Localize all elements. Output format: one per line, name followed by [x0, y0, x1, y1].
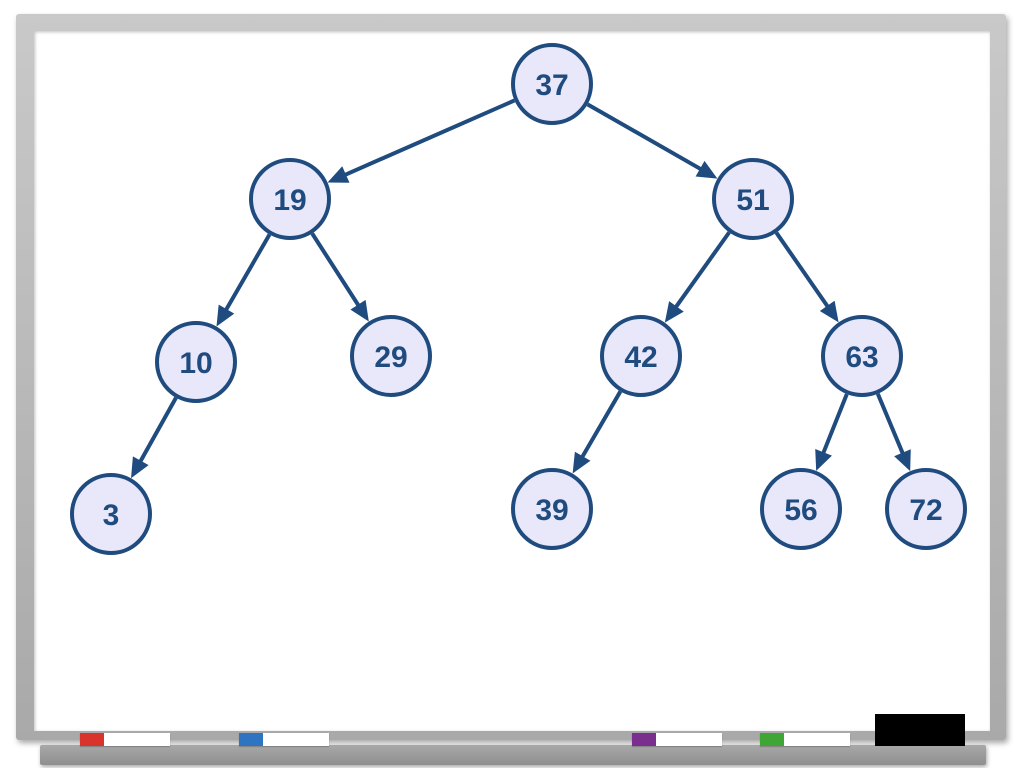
- arrowhead-n51-n63: [819, 300, 839, 323]
- tree-node-3: 3: [70, 473, 152, 555]
- purple-marker-body: [656, 733, 722, 746]
- tree-node-72: 72: [885, 468, 967, 550]
- purple-marker: [632, 733, 722, 746]
- tree-edges: [131, 98, 911, 479]
- edge-n63-n72: [875, 393, 906, 456]
- arrowhead-n63-n72: [894, 449, 911, 472]
- tree-node-39: 39: [511, 468, 593, 550]
- node-label: 37: [535, 69, 568, 102]
- tree-node-56: 56: [760, 468, 842, 550]
- edge-n51-n42: [673, 231, 731, 310]
- node-label: 39: [535, 494, 568, 527]
- green-marker-cap: [760, 733, 784, 746]
- tree-node-19: 19: [249, 158, 331, 240]
- tree-node-10: 10: [155, 321, 237, 403]
- node-circle: [350, 315, 432, 397]
- node-label: 3: [103, 499, 120, 532]
- blue-marker-cap: [239, 733, 263, 746]
- arrowhead-n37-n51: [695, 160, 718, 179]
- node-label: 10: [179, 347, 212, 380]
- node-circle: [712, 158, 794, 240]
- node-circle: [249, 158, 331, 240]
- edge-n19-n29: [310, 232, 361, 308]
- arrowhead-n51-n42: [664, 301, 684, 323]
- edge-n51-n63: [774, 231, 830, 309]
- node-circle: [760, 468, 842, 550]
- red-marker: [80, 733, 170, 746]
- tree-node-29: 29: [350, 315, 432, 397]
- tree-node-37: 37: [511, 43, 593, 125]
- green-marker: [760, 733, 850, 746]
- node-label: 19: [273, 184, 306, 217]
- blue-marker-body: [263, 733, 329, 746]
- arrowhead-n42-n39: [572, 451, 591, 474]
- node-label: 29: [374, 341, 407, 374]
- edge-n37-n19: [343, 98, 516, 178]
- tree-node-51: 51: [712, 158, 794, 240]
- purple-marker-cap: [632, 733, 656, 746]
- arrowhead-n63-n56: [815, 449, 832, 471]
- tree-nodes: 37 19 51 10 29 42 63 3 39 56 72: [70, 43, 967, 555]
- node-label: 42: [624, 341, 657, 374]
- node-circle: [600, 315, 682, 397]
- eraser: [875, 714, 965, 746]
- arrowhead-n19-n29: [350, 299, 369, 322]
- arrowhead-n10-n3: [131, 456, 149, 479]
- edge-n10-n3: [138, 396, 178, 464]
- marker-tray: [40, 745, 986, 765]
- arrowhead-n19-n10: [216, 304, 235, 327]
- node-circle: [511, 468, 593, 550]
- node-label: 72: [909, 494, 942, 527]
- red-marker-cap: [80, 733, 104, 746]
- edge-n63-n56: [820, 393, 849, 455]
- edge-n42-n39: [579, 390, 623, 460]
- green-marker-body: [784, 733, 850, 746]
- node-label: 51: [736, 184, 769, 217]
- node-circle: [511, 43, 593, 125]
- node-label: 56: [784, 494, 817, 527]
- blue-marker: [239, 733, 329, 746]
- node-circle: [885, 468, 967, 550]
- red-marker-body: [104, 733, 170, 746]
- node-circle: [70, 473, 152, 555]
- tree-node-42: 42: [600, 315, 682, 397]
- node-label: 63: [845, 341, 878, 374]
- edge-n19-n10: [223, 233, 272, 312]
- tree-node-63: 63: [821, 315, 903, 397]
- node-circle: [821, 315, 903, 397]
- arrowhead-n37-n19: [327, 166, 350, 183]
- edge-n37-n51: [586, 102, 703, 172]
- node-circle: [155, 321, 237, 403]
